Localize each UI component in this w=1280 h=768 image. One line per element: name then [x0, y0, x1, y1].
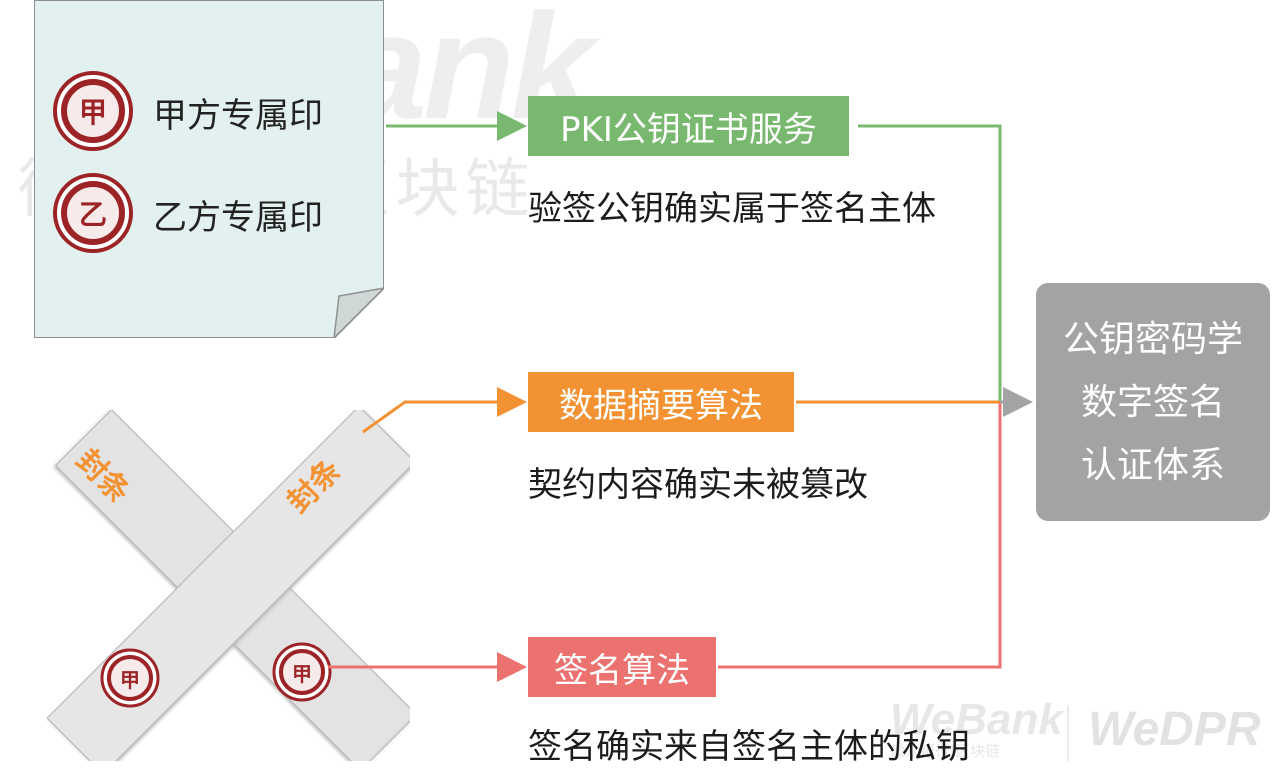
party-b-seal: 乙 [52, 172, 134, 254]
result-line-1: 公钥密码学 [1062, 318, 1243, 360]
orange-input-arrow [362, 387, 527, 434]
result-line-3: 认证体系 [1080, 444, 1225, 486]
strip-stamp-right-char: 甲 [292, 661, 312, 686]
party-b-seal-char: 乙 [78, 198, 107, 231]
red-output-line [718, 402, 1002, 669]
signature-algorithm-box: 签名算法 [528, 637, 716, 697]
strip-stamp-left-char: 甲 [120, 667, 140, 692]
pki-certificate-box: PKI公钥证书服务 [528, 96, 849, 156]
footer-watermark-brand: WeBank [890, 695, 1063, 744]
strip-stamp-right: 甲 [272, 642, 332, 702]
party-b-label: 乙方专属印 [153, 198, 323, 238]
footer-divider [1067, 705, 1069, 761]
footer-watermark-sub: 微众银行|区块链 [890, 742, 1001, 760]
result-line-2: 数字签名 [1080, 381, 1225, 423]
green-output-line [858, 124, 1002, 402]
party-a-label: 甲方专属印 [153, 96, 323, 136]
party-a-seal: 甲 [52, 70, 134, 152]
signature-algorithm-desc: 签名确实来自签名主体的私钥 [528, 727, 970, 767]
digest-algorithm-box: 数据摘要算法 [528, 372, 794, 432]
digest-algorithm-desc: 契约内容确实未被篡改 [528, 465, 868, 505]
seal-strips: 封条 封条 甲 甲 [30, 410, 410, 761]
result-box: 公钥密码学 数字签名 认证体系 [1036, 283, 1270, 521]
pki-certificate-desc: 验签公钥确实属于签名主体 [528, 189, 936, 229]
party-a-seal-char: 甲 [78, 96, 107, 129]
footer-watermark-brand2: WeDPR [1088, 703, 1261, 756]
strip-stamp-left: 甲 [100, 648, 160, 708]
